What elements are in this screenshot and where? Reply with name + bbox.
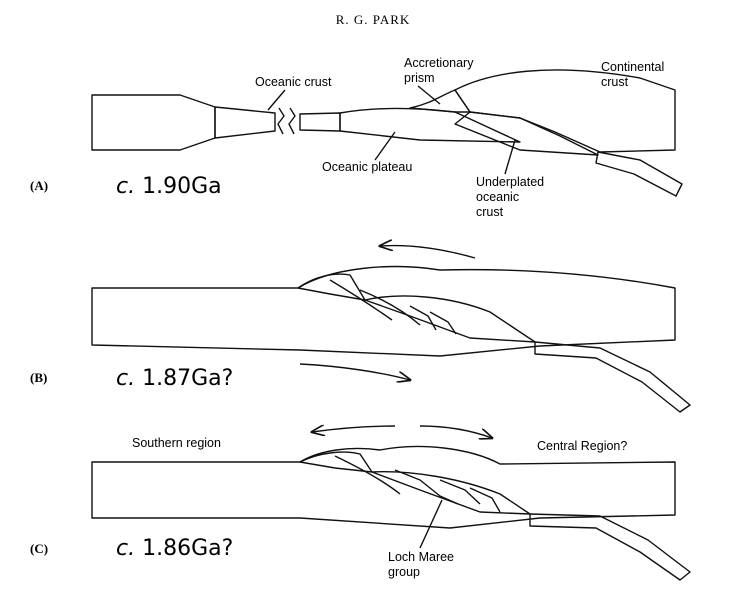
accretionary-prism (409, 89, 471, 113)
panel-label-b: (B) (30, 370, 47, 385)
label-loch-maree-2: group (388, 565, 420, 579)
label-underplated-3: crust (476, 205, 504, 219)
accretionary-prism-b (297, 273, 366, 301)
break-mark-left (277, 107, 285, 135)
label-underplated-1: Underplated (476, 175, 544, 189)
panel-label-c: (C) (30, 541, 48, 556)
panel-c: Southern region Central Region? Loch Mar… (30, 425, 691, 581)
subducting-slab-b (534, 341, 691, 413)
subducting-slab-c (529, 513, 691, 581)
leader-oceanic-crust (267, 89, 286, 111)
continental-block-b (91, 265, 676, 357)
leader-oceanic-plateau (374, 131, 396, 161)
thrust-fault-b2 (359, 289, 421, 326)
arrow-right-lower (299, 363, 410, 380)
continental-block-c (91, 445, 676, 529)
arrow-left-divergent (312, 426, 396, 432)
panel-label-a: (A) (30, 178, 48, 193)
oceanic-crust-segment-left (214, 106, 276, 139)
label-accretionary-1: Accretionary (404, 56, 474, 70)
label-underplated-2: oceanic (476, 190, 519, 204)
age-prefix-c: c. (116, 536, 135, 561)
running-header: R. G. PARK (336, 12, 411, 27)
label-oceanic-crust: Oceanic crust (255, 75, 332, 89)
arrow-left-upper (380, 246, 476, 259)
thrust-fault-c1 (334, 455, 401, 495)
label-continental-2: crust (601, 75, 629, 89)
thrust-fault-b4 (429, 311, 457, 335)
age-label-b: c. 1.87Ga? (116, 366, 233, 391)
label-southern-region: Southern region (132, 436, 221, 450)
thrust-fault-b1 (329, 279, 393, 321)
break-mark-right (288, 107, 296, 135)
thrust-fault-c4 (469, 487, 501, 513)
loch-maree-group-wedge (371, 471, 531, 515)
continental-block-right (454, 69, 676, 153)
oceanic-plateau (339, 107, 521, 143)
label-continental-1: Continental (601, 60, 664, 74)
leader-underplated (504, 139, 516, 175)
age-value-a: 1.90Ga (135, 174, 222, 199)
thrust-fault-b3 (409, 305, 437, 331)
thrust-fault-c3 (439, 479, 481, 505)
age-prefix-b: c. (116, 366, 135, 391)
label-central-region: Central Region? (537, 439, 627, 453)
arrow-right-divergent (419, 425, 492, 438)
panel-a: Oceanic crust Accretionary prism Contine… (30, 56, 683, 219)
age-prefix-a: c. (116, 174, 135, 199)
age-value-c: 1.86Ga? (135, 536, 233, 561)
continental-block-left (91, 94, 216, 151)
underplated-oceanic-crust (454, 111, 599, 156)
oceanic-crust-segment-right (299, 112, 341, 132)
label-accretionary-2: prism (404, 71, 435, 85)
leader-loch-maree (419, 499, 443, 549)
accretionary-prism-c (299, 451, 373, 473)
label-oceanic-plateau: Oceanic plateau (322, 160, 412, 174)
age-label-c: c. 1.86Ga? (116, 536, 233, 561)
panel-b: (B) c. 1.87Ga? (30, 246, 691, 413)
leader-accretionary-prism (417, 85, 441, 105)
thrust-fault-c2 (394, 469, 459, 505)
subducting-slab (595, 151, 683, 197)
age-label-a: c. 1.90Ga (116, 174, 222, 199)
label-loch-maree-1: Loch Maree (388, 550, 454, 564)
age-value-b: 1.87Ga? (135, 366, 233, 391)
